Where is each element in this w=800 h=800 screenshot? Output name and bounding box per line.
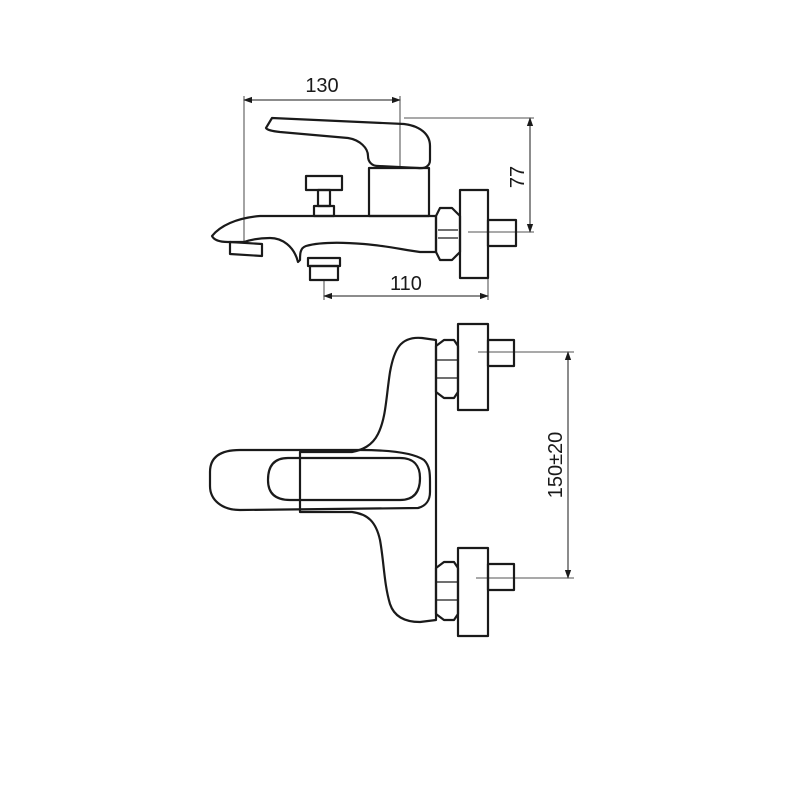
top-hex-nut-upper — [434, 338, 460, 400]
hex-nut-side — [434, 206, 462, 262]
dim-label-130: 130 — [305, 75, 338, 97]
top-dimensions: 150±20 — [476, 351, 574, 579]
cartridge-body — [367, 166, 431, 218]
inlet-pipe-side — [486, 218, 518, 248]
diverter-stem — [316, 188, 332, 208]
top-view — [208, 322, 516, 638]
diverter-base — [312, 204, 336, 218]
dim-label-150: 150±20 — [545, 432, 567, 499]
top-flange-lower — [456, 546, 490, 638]
side-view — [210, 116, 518, 282]
top-flange-upper — [456, 322, 490, 412]
top-inlet-lower — [486, 562, 516, 592]
outlet-fitting — [308, 264, 340, 282]
lever-handle — [264, 116, 432, 170]
top-inlet-upper — [486, 338, 516, 368]
wall-flange-side — [458, 188, 490, 280]
top-hex-nut-lower — [434, 560, 460, 622]
dim-label-110: 110 — [390, 273, 422, 295]
top-handle-inner — [266, 456, 422, 502]
top-handle-paddle — [208, 448, 432, 512]
spout-body — [210, 214, 438, 264]
top-body — [298, 336, 438, 624]
spout-aerator — [228, 240, 264, 258]
side-dimensions: 130 77 110 — [243, 75, 534, 300]
diverter-knob — [304, 174, 344, 192]
outlet-nut — [306, 256, 342, 268]
dim-label-77: 77 — [507, 166, 529, 188]
